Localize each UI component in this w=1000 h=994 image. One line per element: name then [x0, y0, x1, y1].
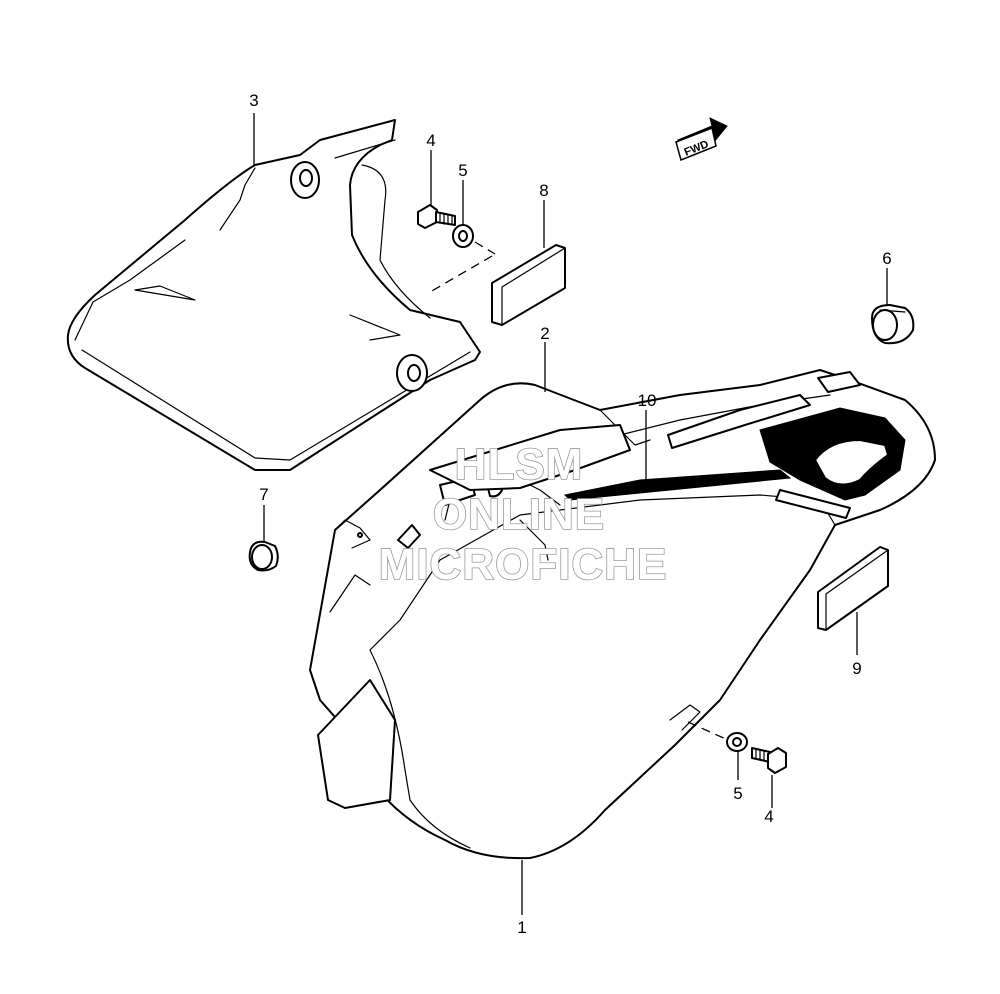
watermark-line-1: HLSM: [455, 440, 584, 489]
leader-lines: [253, 113, 888, 915]
assembly-line-lower: [687, 721, 729, 741]
label-part-1[interactable]: 1: [517, 918, 526, 937]
part-5-washer-upper[interactable]: [452, 224, 474, 248]
part-4-bolt-upper[interactable]: [417, 204, 456, 229]
part-9-pad[interactable]: [817, 546, 889, 631]
part-3-side-cover[interactable]: [66, 119, 481, 471]
label-part-10[interactable]: 10: [638, 391, 657, 410]
label-part-2[interactable]: 2: [540, 324, 549, 343]
watermark-line-2: ONLINE: [433, 490, 605, 539]
part-7-grommet[interactable]: [248, 540, 279, 572]
label-part-4-lower[interactable]: 4: [764, 807, 773, 826]
watermark: HLSM ONLINE MICROFICHE: [378, 439, 668, 590]
watermark-line-3: MICROFICHE: [379, 540, 668, 589]
part-2-cover[interactable]: [429, 424, 631, 491]
assembly-line-upper: [429, 241, 496, 293]
part-5-washer-lower[interactable]: [726, 732, 748, 752]
part-1-frame-cover[interactable]: [309, 369, 936, 860]
label-part-7[interactable]: 7: [259, 485, 268, 504]
label-part-5-lower[interactable]: 5: [733, 784, 742, 803]
part-8-pad[interactable]: [491, 244, 566, 326]
part-4-bolt-lower[interactable]: [751, 747, 787, 774]
label-part-6[interactable]: 6: [882, 249, 891, 268]
label-part-8[interactable]: 8: [539, 181, 548, 200]
fwd-arrow-icon: FWD: [675, 117, 728, 162]
label-part-9[interactable]: 9: [852, 659, 861, 678]
label-part-5-upper[interactable]: 5: [458, 161, 467, 180]
label-part-4-upper[interactable]: 4: [426, 131, 435, 150]
part-numbers: 3 4 5 8 2 6 10 7 9 5 4 1: [249, 91, 891, 937]
label-part-3[interactable]: 3: [249, 91, 258, 110]
part-6-grommet[interactable]: [871, 304, 915, 345]
